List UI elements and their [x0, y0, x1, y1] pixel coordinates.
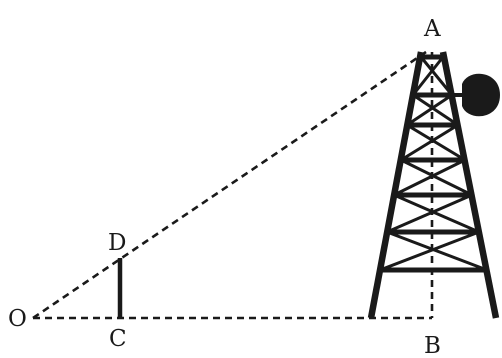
label-point-o: O: [8, 306, 27, 332]
antenna-dish-icon: [462, 73, 500, 117]
tower: [367, 51, 500, 319]
tower-brace-6b: [379, 230, 480, 272]
tower-brace-4b: [393, 158, 466, 197]
tower-brace-5a: [393, 193, 480, 234]
tower-brace-1a: [419, 56, 454, 96]
tower-brace-1b: [411, 56, 445, 96]
sight-line-oa: [32, 50, 427, 320]
tower-brace-4a: [400, 158, 473, 197]
label-point-a: A: [423, 16, 441, 42]
label-point-c: C: [109, 326, 127, 352]
label-point-d: D: [108, 230, 126, 256]
tower-brace-2b: [406, 93, 453, 127]
tower-brace-2a: [412, 93, 459, 127]
tower-brace-3b: [400, 123, 459, 162]
label-point-b: B: [424, 333, 441, 358]
tower-brace-3a: [406, 123, 466, 162]
tower-brace-6a: [386, 230, 488, 272]
tower-brace-5b: [386, 193, 473, 234]
